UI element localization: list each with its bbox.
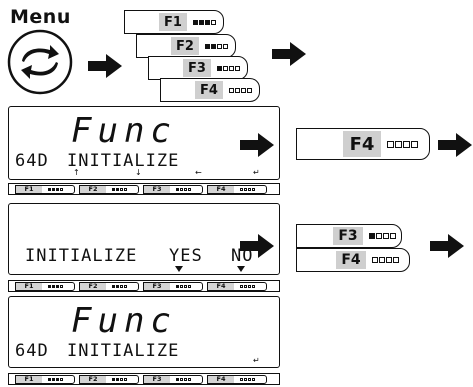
level-indicator-icon (240, 377, 255, 381)
func-code: 64D (15, 341, 49, 361)
level-indicator-icon (112, 187, 127, 191)
level-indicator-icon (387, 141, 418, 148)
key-label: F4 (195, 81, 223, 99)
softkey-label: F1 (16, 282, 42, 290)
softkey-label: F3 (144, 375, 170, 383)
f3-key-card[interactable]: F3 (148, 56, 248, 80)
f4-key-card[interactable]: F4 (160, 78, 260, 102)
softkey-label: F4 (208, 282, 234, 290)
f2-softkey[interactable]: F2 (79, 184, 139, 194)
level-indicator-icon (48, 284, 63, 288)
softkey-label: F2 (80, 185, 106, 193)
f3-key-card[interactable]: F3 (296, 224, 402, 248)
f1-softkey[interactable]: F1 (15, 281, 75, 291)
level-indicator-icon (48, 377, 63, 381)
f2-key-card[interactable]: F2 (136, 34, 236, 58)
softkey-label: F3 (144, 282, 170, 290)
f3-softkey[interactable]: F3 (143, 184, 203, 194)
key-label: F1 (159, 13, 187, 31)
f4-softkey[interactable]: F4 (207, 281, 267, 291)
softkey-label: F4 (208, 375, 234, 383)
level-indicator-icon (112, 284, 127, 288)
enter-icon: ↵ (253, 356, 260, 365)
lcd-display-func-result: Func 64D INITIALIZE ↵ (8, 296, 280, 368)
level-indicator-icon (217, 66, 240, 71)
softkey-label: F1 (16, 185, 42, 193)
function-bar: F1 F2 F3 F4 (8, 373, 280, 385)
f2-softkey[interactable]: F2 (79, 281, 139, 291)
key-label: F4 (336, 251, 366, 269)
yes-option: YES (169, 246, 203, 266)
f1-softkey[interactable]: F1 (15, 374, 75, 384)
f4-softkey[interactable]: F4 (207, 374, 267, 384)
function-bar: F1 F2 F3 F4 (8, 280, 280, 292)
f4-key-card[interactable]: F4 (296, 248, 410, 272)
level-indicator-icon (48, 187, 63, 191)
arrow-right-icon (88, 54, 122, 78)
softkey-label: F3 (144, 185, 170, 193)
f1-softkey[interactable]: F1 (15, 184, 75, 194)
level-indicator-icon (240, 284, 255, 288)
arrow-right-icon (430, 234, 464, 258)
arrow-right-icon (240, 234, 274, 258)
level-indicator-icon (205, 44, 228, 49)
f3-softkey[interactable]: F3 (143, 374, 203, 384)
confirm-text: INITIALIZE (25, 246, 138, 266)
key-label: F4 (343, 131, 381, 157)
rotate-arrows-icon[interactable] (6, 28, 74, 96)
level-indicator-icon (229, 88, 252, 93)
yes-indicator-icon (175, 266, 183, 272)
level-indicator-icon (240, 187, 255, 191)
arrow-right-icon (438, 133, 472, 157)
lcd-display-func: Func 64D INITIALIZE ↑ ↓ ← ↵ (8, 106, 280, 180)
softkey-label: F2 (80, 282, 106, 290)
func-code: 64D (15, 151, 49, 171)
lcd-display-confirm: INITIALIZE YES NO (8, 203, 280, 275)
down-arrow-icon: ↓ (135, 168, 142, 177)
f4-key-card[interactable]: F4 (296, 128, 430, 160)
func-text: INITIALIZE (67, 151, 180, 171)
f2-softkey[interactable]: F2 (79, 374, 139, 384)
arrow-right-icon (272, 42, 306, 66)
level-indicator-icon (176, 187, 191, 191)
level-indicator-icon (176, 377, 191, 381)
function-bar: F1 F2 F3 F4 (8, 183, 280, 195)
key-label: F2 (171, 37, 199, 55)
no-indicator-icon (237, 266, 245, 272)
f1-key-card[interactable]: F1 (124, 10, 224, 34)
arrow-right-icon (240, 133, 274, 157)
up-arrow-icon: ↑ (73, 168, 80, 177)
func-text: INITIALIZE (67, 341, 180, 361)
level-indicator-icon (372, 257, 399, 263)
level-indicator-icon (176, 284, 191, 288)
left-arrow-icon: ← (195, 168, 202, 177)
level-indicator-icon (193, 20, 216, 25)
level-indicator-icon (369, 233, 396, 239)
key-label: F3 (183, 59, 211, 77)
softkey-label: F1 (16, 375, 42, 383)
enter-icon: ↵ (253, 168, 260, 177)
softkey-label: F4 (208, 185, 234, 193)
softkey-label: F2 (80, 375, 106, 383)
key-label: F3 (333, 227, 363, 245)
f4-softkey[interactable]: F4 (207, 184, 267, 194)
level-indicator-icon (112, 377, 127, 381)
f3-softkey[interactable]: F3 (143, 281, 203, 291)
func-title: Func (71, 111, 177, 151)
menu-label: Menu (10, 6, 71, 28)
func-title: Func (71, 301, 177, 341)
